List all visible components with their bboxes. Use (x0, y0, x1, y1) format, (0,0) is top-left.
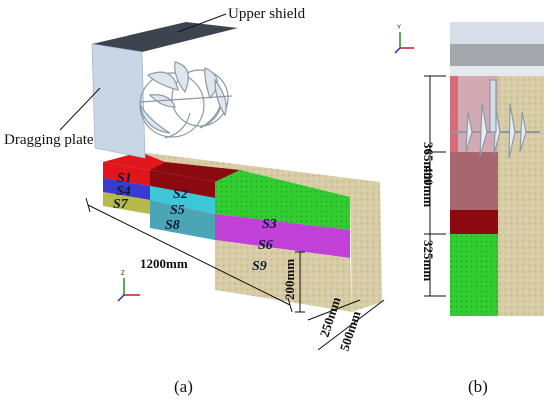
panel-b-shield-light (450, 22, 544, 44)
layer-top-s1 (103, 152, 165, 170)
caption-a: (a) (174, 377, 193, 396)
section-label-s6: S6 (258, 238, 273, 253)
upper-shield-leader (177, 13, 227, 33)
dim-width-outer-line (317, 299, 385, 351)
upper-shield-label: Upper shield (228, 6, 306, 22)
axis-z-label: Z (121, 271, 125, 277)
panel-b-layer-top-edge (450, 76, 458, 152)
axis-triad-b: Y (394, 25, 414, 54)
layer-front-s8 (150, 200, 215, 240)
layer-front-s9 (215, 240, 352, 312)
layer-front-s4 (103, 178, 150, 200)
dim-length-line (87, 204, 291, 306)
dim-length-label: 1200mm (140, 256, 188, 271)
section-label-s5: S5 (170, 203, 185, 218)
layer-front-s6 (215, 214, 350, 258)
dim-b-middle-label: 400mm (421, 166, 436, 207)
dim-width-outer-label: 500mm (337, 309, 364, 353)
panel-b-layer-bottom (450, 234, 498, 316)
panel-b: Y 365mm 400mm 325mm (394, 22, 544, 396)
panel-b-layer-middle (450, 152, 498, 234)
dim-b-bottom-label: 325mm (421, 240, 436, 281)
panel-a: S1 S2 S3 S4 S5 S6 S7 S8 S9 Upper shield (4, 6, 385, 396)
panel-b-shield-dark (450, 44, 544, 66)
section-label-s3: S3 (262, 217, 277, 232)
axis-triad-a: Z (117, 271, 140, 302)
axis-y-label: Y (397, 25, 401, 31)
section-label-s9: S9 (252, 259, 267, 274)
panel-b-tiller-icon (452, 79, 540, 159)
dim-length-tick-end (287, 297, 293, 313)
panel-b-sand (498, 76, 544, 316)
rotary-tiller-icon (139, 61, 233, 139)
caption-b: (b) (468, 377, 488, 396)
panel-b-shield-gap (450, 66, 544, 76)
dragging-plate-label: Dragging plate (4, 132, 94, 148)
layer-front-s5 (150, 186, 215, 214)
dim-width-inner-line (307, 299, 361, 321)
upper-shield (92, 22, 238, 52)
section-label-s1: S1 (117, 171, 132, 186)
section-label-s8: S8 (165, 218, 180, 233)
dim-length-tick-start (85, 197, 91, 213)
dim-height-label: 200mm (282, 259, 297, 300)
layer-top-s2 (150, 162, 240, 182)
dragging-plate-leader (59, 87, 101, 131)
dragging-plate (91, 43, 146, 159)
layer-front-s7 (103, 192, 150, 214)
section-label-s4: S4 (116, 184, 131, 199)
dim-b-top-label: 365mm (421, 142, 436, 183)
layer-front-s2 (150, 170, 215, 198)
section-label-s2: S2 (173, 187, 188, 202)
section-label-s7: S7 (113, 197, 129, 212)
soil-end-face (350, 182, 382, 312)
